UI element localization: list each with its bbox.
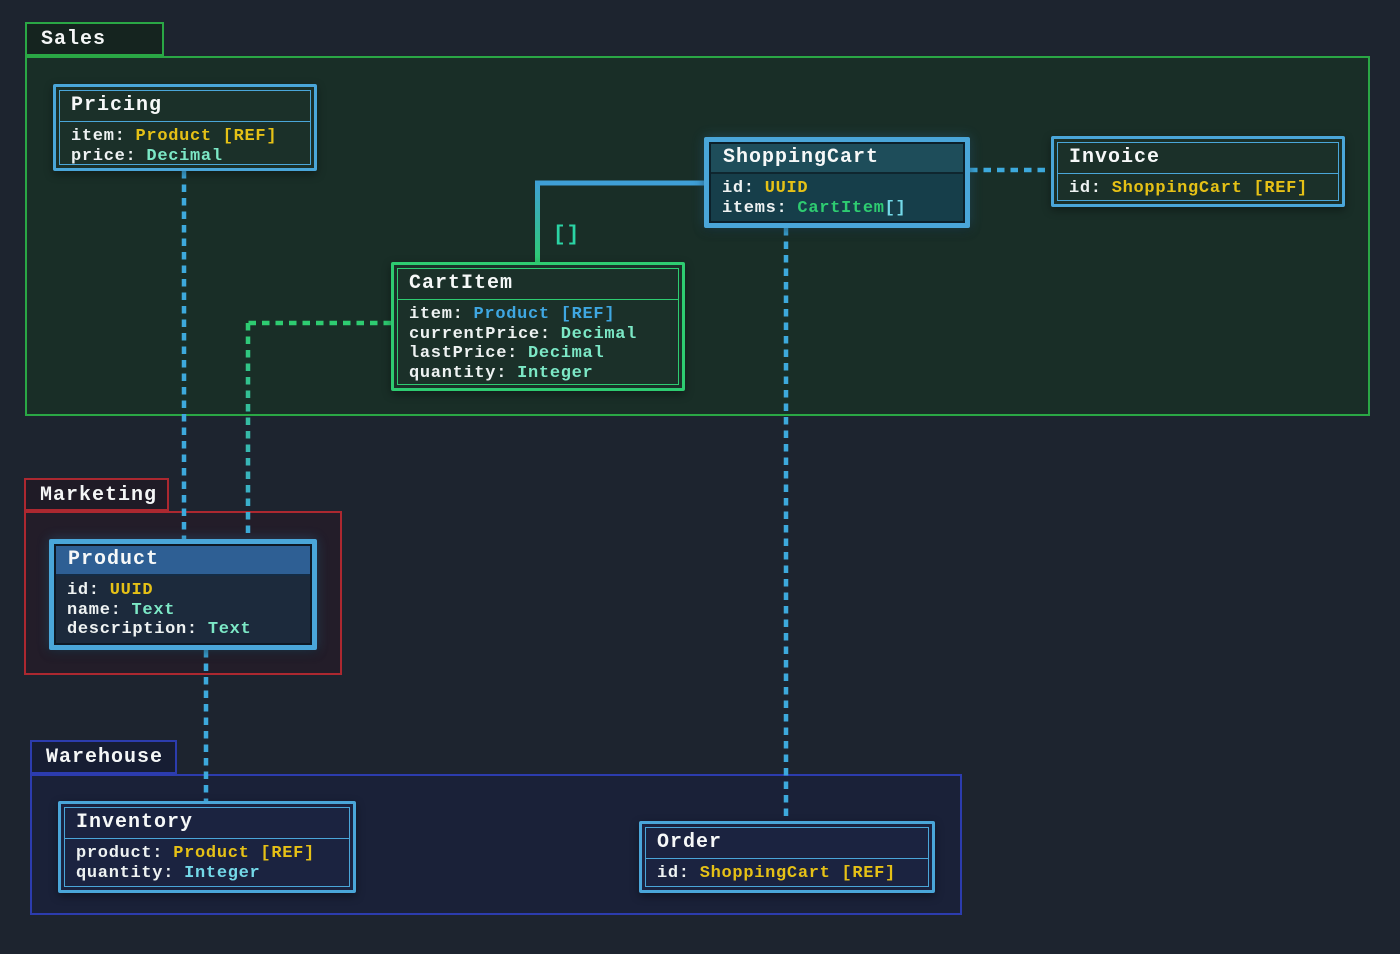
attr-row: name: Text [67,601,310,621]
attr-type: Integer [184,863,261,883]
attr-name: id: [657,864,690,883]
attr-row: id: UUID [722,179,963,199]
attr-name: item: [71,127,126,146]
attr-row: price: Decimal [71,147,310,167]
attr-type: Decimal [146,146,223,166]
attr-type: Text [207,620,252,639]
attr-row: items: CartItem[] [722,199,963,219]
entity-cartitem-title: CartItem [398,269,678,300]
entity-invoice-title: Invoice [1058,143,1338,174]
attr-row: id: ShoppingCart [REF] [1069,179,1338,199]
entity-order-title: Order [646,828,928,859]
group-label-warehouse-text: Warehouse [46,746,164,769]
attr-row: product: Product [REF] [76,844,349,864]
attr-type: Product [REF] [173,844,315,863]
attr-type: Product [REF] [473,305,616,324]
attr-type: ShoppingCart [REF] [699,864,896,883]
group-label-warehouse[interactable]: Warehouse [30,740,177,774]
attr-type: Product [REF] [135,127,278,146]
entity-shoppingcart[interactable]: ShoppingCart id: UUID items: CartItem[] [704,137,970,228]
attr-row: quantity: Integer [409,364,678,384]
attr-name: quantity: [76,863,175,883]
entity-product[interactable]: Product id: UUID name: Text description:… [49,539,317,650]
attr-type: ShoppingCart [REF] [1111,179,1308,198]
entity-cartitem[interactable]: CartItem item: Product [REF] currentPric… [391,262,685,391]
attr-name: id: [722,179,755,198]
attr-name: currentPrice: [409,324,551,344]
attr-row: quantity: Integer [76,864,349,884]
entity-inventory-title: Inventory [65,808,349,839]
attr-name: id: [67,581,100,600]
entity-inventory[interactable]: Inventory product: Product [REF] quantit… [58,801,356,893]
attr-row: lastPrice: Decimal [409,344,678,364]
attr-type: Text [131,600,176,620]
edge-multiplicity-label: [] [553,224,581,247]
attr-type: Integer [517,363,594,383]
attr-type: UUID [109,581,154,600]
group-label-sales[interactable]: Sales [25,22,164,56]
attr-row: id: ShoppingCart [REF] [657,864,928,884]
attr-name: price: [71,146,137,166]
group-label-sales-text: Sales [41,28,107,51]
attr-name: quantity: [409,363,508,383]
attr-name: item: [409,305,464,324]
attr-row: currentPrice: Decimal [409,325,678,345]
attr-name: description: [67,620,198,639]
entity-pricing[interactable]: Pricing item: Product [REF] price: Decim… [53,84,317,171]
attr-type-suffix: [] [884,198,907,218]
entity-product-title: Product [56,546,310,576]
attr-type: Decimal [560,324,638,344]
entity-pricing-title: Pricing [60,91,310,122]
group-label-marketing-text: Marketing [40,484,158,507]
attr-row: item: Product [REF] [71,127,310,147]
attr-name: name: [67,600,122,620]
attr-type: Decimal [528,344,605,363]
entity-shoppingcart-title: ShoppingCart [711,144,963,174]
attr-type: CartItem [797,198,885,218]
group-label-marketing[interactable]: Marketing [24,478,169,511]
attr-row: description: Text [67,620,310,640]
attr-type: UUID [764,179,809,198]
attr-name: id: [1069,179,1102,198]
attr-row: item: Product [REF] [409,305,678,325]
entity-order[interactable]: Order id: ShoppingCart [REF] [639,821,935,893]
attr-name: items: [722,198,788,218]
entity-invoice[interactable]: Invoice id: ShoppingCart [REF] [1051,136,1345,207]
attr-name: lastPrice: [409,344,519,363]
attr-name: product: [76,844,164,863]
attr-row: id: UUID [67,581,310,601]
